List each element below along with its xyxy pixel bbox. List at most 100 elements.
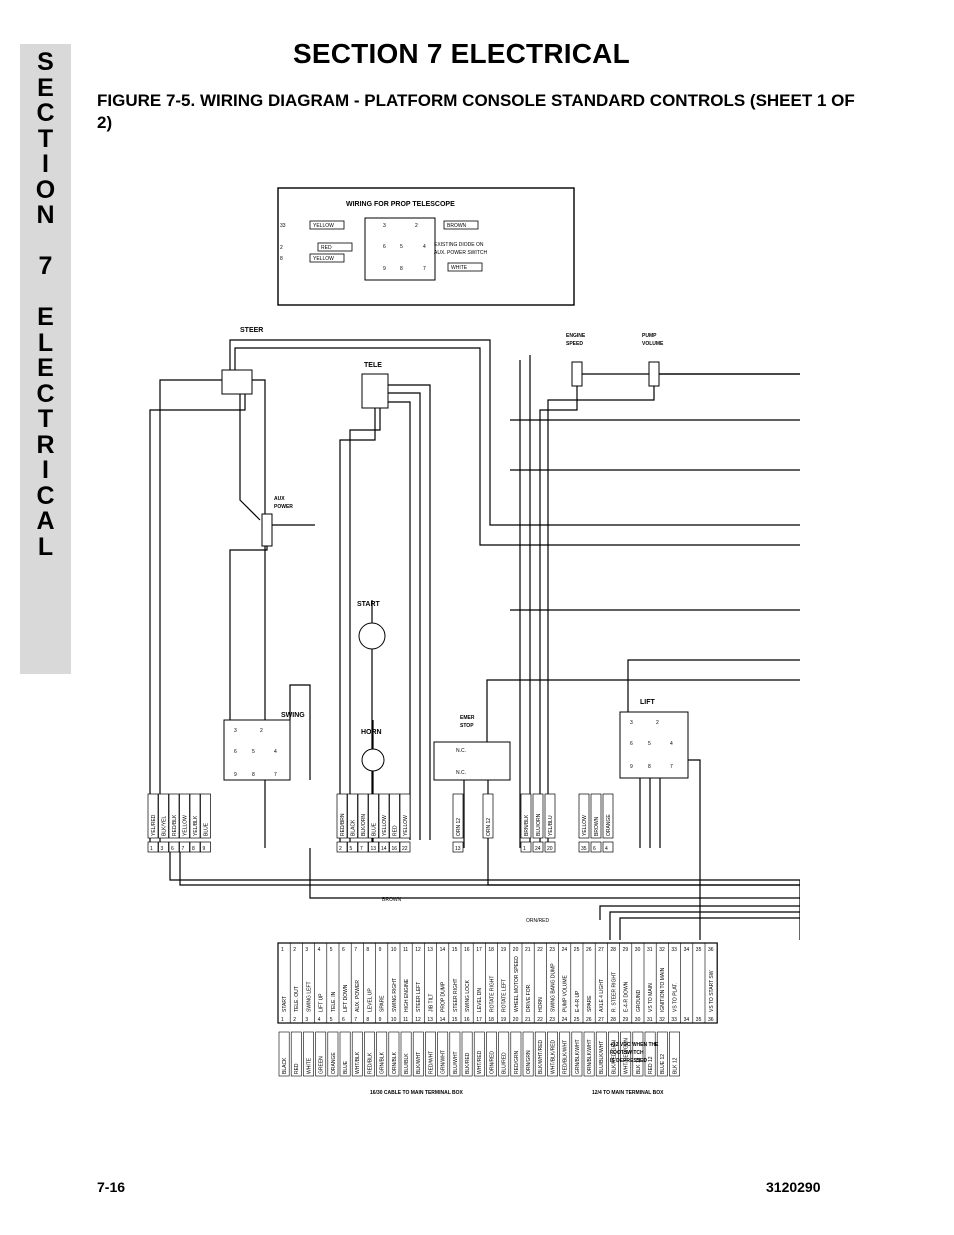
terminal-function: GROUND: [636, 989, 642, 1012]
figure-title: FIGURE 7-5. WIRING DIAGRAM - PLATFORM CO…: [97, 91, 855, 132]
terminal-number-top: 26: [586, 947, 592, 953]
terminal-wire-box: [620, 1031, 632, 1077]
wire-label: YELLOW: [582, 815, 588, 836]
terminal-wire-box: [388, 1031, 400, 1077]
terminal-number: 8: [192, 846, 195, 852]
terminal-wire-box: [351, 1031, 363, 1077]
aux-power-switch: [261, 513, 273, 547]
terminal-function: DRIVE FOR.: [526, 983, 532, 1012]
terminal-wire-box: [303, 1031, 314, 1077]
terminal-function: TELE. IN: [331, 991, 337, 1012]
wire-line: [599, 905, 800, 920]
pump-volume-switch: [648, 361, 660, 387]
wire-label-box: [357, 793, 369, 839]
terminal-function: HORN: [538, 997, 544, 1012]
wire-label: ORANGE: [606, 814, 612, 836]
terminal-wire-box: [632, 1031, 644, 1077]
wire-label: BLK/YEL: [162, 815, 168, 836]
terminal-wire-color: GRN/BLK: [380, 1051, 386, 1074]
terminal-number-bottom: 6: [342, 1017, 345, 1023]
terminal-wire-color: RED/GRN: [514, 1051, 520, 1074]
terminal-wire-color: GRN/BLK/WHT: [575, 1039, 581, 1074]
terminal-box: [520, 841, 532, 853]
terminal-box: [168, 841, 180, 853]
wire-label: BROWN: [594, 816, 600, 836]
terminal-wire-color: BLU/RED: [502, 1052, 508, 1074]
terminal-wire-box: [571, 1031, 583, 1077]
wire-label-box: [399, 793, 411, 839]
switch-pin: 3: [234, 728, 237, 734]
terminal-wire-color: BLK 12: [672, 1057, 678, 1074]
wire-label-box: [336, 793, 348, 839]
terminal-function: TELE. OUT: [294, 986, 300, 1012]
terminal-wire-color: WHT/RED: [477, 1050, 483, 1074]
terminal-box: [189, 841, 201, 853]
wire-label: YELLOW: [403, 815, 409, 836]
pin-number: 2: [415, 223, 418, 229]
terminal-function: WHEEL MOTOR SPEED: [514, 956, 520, 1012]
wire-label: BLK/ORN: [361, 814, 367, 836]
wire-tag-box: [309, 220, 345, 230]
pin-number: 3: [383, 223, 386, 229]
page-number: 7-16: [97, 1179, 126, 1195]
wire-label-box: [158, 793, 169, 839]
orn-red-wire-label: ORN/RED: [526, 918, 549, 924]
wire-tag-box: [317, 242, 353, 252]
wire-label-box: [378, 793, 390, 839]
wire-line: [169, 848, 800, 881]
aux-power-label: AUX: [274, 496, 285, 502]
terminal-function: VS TO PLAT.: [672, 983, 678, 1012]
terminal-number-top: 4: [318, 947, 321, 953]
side-tab-letter: 7: [38, 252, 53, 280]
terminal-wire-color: BLK/WHT/RED: [538, 1039, 544, 1074]
aux-power-label-2: POWER: [274, 504, 293, 510]
terminal-function: E-4-R DOWN: [624, 981, 630, 1012]
side-tab-letter: E: [37, 303, 54, 331]
terminal-wire-color: BLK/RED/GRN: [611, 1040, 617, 1074]
terminal-number: 1: [150, 846, 153, 852]
terminal-box: [347, 841, 358, 853]
terminal-number-bottom: 13: [427, 1017, 433, 1023]
terminal-number: 16: [392, 846, 398, 852]
nc-label-2: N.C.: [456, 770, 466, 776]
tele-label: TELE: [364, 362, 382, 369]
terminal-function: SPARE: [587, 995, 593, 1012]
terminal-tag: 2: [280, 245, 283, 251]
terminal-wire-color: BLUE 12: [660, 1054, 666, 1074]
wire-label: YELLOW: [183, 815, 189, 836]
terminal-wire-color: RED 12: [648, 1056, 654, 1074]
terminal-box: [336, 841, 348, 853]
wire-label-box: [147, 793, 159, 839]
terminal-number-bottom: 8: [366, 1017, 369, 1023]
terminal-number-top: 16: [464, 947, 470, 953]
wire-label-box: [482, 793, 494, 839]
terminal-number-top: 13: [427, 947, 433, 953]
terminal-number-bottom: 14: [440, 1017, 446, 1023]
terminal-number: 4: [605, 846, 608, 852]
terminal-number-bottom: 24: [562, 1017, 568, 1023]
terminal-number-bottom: 34: [684, 1017, 690, 1023]
diode-note-line2: AUX. POWER SWITCH: [434, 250, 487, 256]
footswitch-note-3: IS DEPRESSED: [610, 1058, 647, 1064]
terminal-function: LEVEL UP: [367, 988, 373, 1012]
terminal-number-top: 15: [452, 947, 458, 953]
terminal-number-top: 1: [281, 947, 284, 953]
terminal-number: 3: [161, 846, 164, 852]
terminal-function: R. STEER RIGHT: [611, 972, 617, 1012]
terminal-number: 20: [547, 846, 553, 852]
terminal-number-top: 2: [293, 947, 296, 953]
wire-label-box: [532, 793, 544, 839]
terminal-number: 13: [371, 846, 377, 852]
terminal-number: 2: [339, 846, 342, 852]
wire-label: RED: [393, 825, 399, 836]
terminal-number-top: 19: [501, 947, 507, 953]
terminal-number-top: 6: [342, 947, 345, 953]
terminal-function: LIFT DOWN: [343, 984, 349, 1012]
wire-line: [149, 394, 246, 848]
side-tab-letter: L: [37, 328, 54, 357]
terminal-number-bottom: 30: [635, 1017, 641, 1023]
wire-label-box: [368, 793, 379, 839]
